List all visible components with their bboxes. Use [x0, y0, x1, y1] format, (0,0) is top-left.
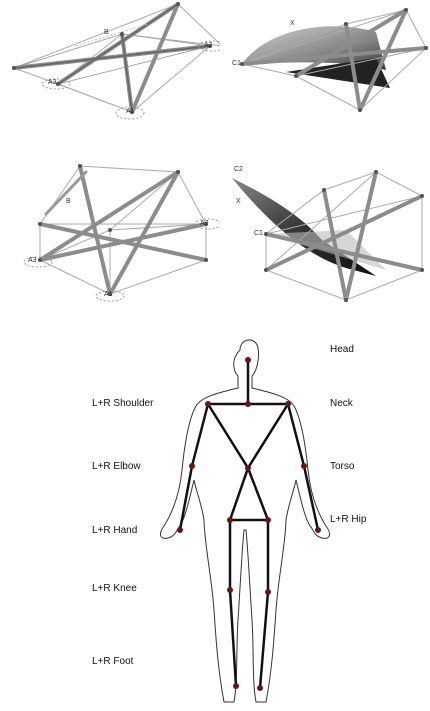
bone-rknee-rfoot	[260, 592, 268, 688]
skeleton-figure	[160, 330, 340, 711]
label-a3: A3	[48, 79, 57, 86]
joint-torso	[245, 465, 251, 471]
tensegrity-structure-1	[0, 0, 220, 130]
joint-rhip	[265, 517, 271, 523]
label-c2: C2	[234, 166, 243, 173]
label-a1: A1	[126, 108, 135, 115]
bone-lknee-lfoot	[230, 590, 236, 686]
label-x: X	[236, 198, 241, 205]
joint-relbow	[301, 463, 307, 469]
tensegrity-panel-2: C1 X	[226, 0, 430, 130]
joint-lfoot	[233, 683, 239, 689]
label-b: B	[104, 29, 109, 36]
label-a3: A3	[28, 257, 37, 264]
bone-lshoulder-torso	[208, 404, 248, 468]
tensegrity-structure-2	[226, 0, 430, 130]
label-knee: L+R Knee	[92, 583, 137, 594]
label-x: X	[290, 20, 295, 27]
bone-torso-lhip	[230, 468, 248, 520]
bone-rshoulder-relbow	[288, 404, 304, 466]
joint-lelbow	[189, 463, 195, 469]
joint-lhand	[177, 527, 183, 533]
skeleton-joints	[177, 357, 321, 691]
label-c1: C1	[232, 60, 241, 67]
joint-lknee	[227, 587, 233, 593]
joint-rfoot	[257, 685, 263, 691]
joint-head	[245, 357, 251, 363]
label-a1: A1	[104, 291, 113, 298]
joint-lshoulder	[205, 401, 211, 407]
label-foot: L+R Foot	[92, 656, 133, 667]
label-torso: Torso	[330, 461, 354, 472]
label-neck: Neck	[330, 398, 353, 409]
tensegrity-panel-4: C2 X C1	[226, 160, 430, 305]
tensegrity-panel-3: A3 A2 A1 B	[10, 160, 220, 305]
joint-lhip	[227, 517, 233, 523]
joint-neck	[245, 401, 251, 407]
tensegrity-structure-3	[10, 160, 220, 305]
label-a2: A2	[204, 42, 213, 49]
label-head: Head	[330, 344, 354, 355]
joint-rknee	[265, 589, 271, 595]
bone-rshoulder-torso	[248, 404, 288, 468]
joint-rshoulder	[285, 401, 291, 407]
human-skeleton-diagram	[160, 330, 340, 711]
joint-rhand	[315, 527, 321, 533]
bone-lshoulder-lelbow	[192, 404, 208, 466]
bone-torso-rhip	[248, 468, 268, 520]
label-b: B	[66, 198, 71, 205]
label-c1: C1	[254, 230, 263, 237]
label-elbow: L+R Elbow	[92, 461, 141, 472]
bone-relbow-rhand	[304, 466, 318, 530]
label-hand: L+R Hand	[92, 525, 137, 536]
label-hip: L+R Hip	[330, 514, 366, 525]
skeleton-bones	[180, 360, 318, 688]
tensegrity-panel-1: A3 A2 A1 B	[0, 0, 220, 130]
label-a2: A2	[200, 220, 209, 227]
label-shoulder: L+R Shoulder	[92, 398, 153, 409]
